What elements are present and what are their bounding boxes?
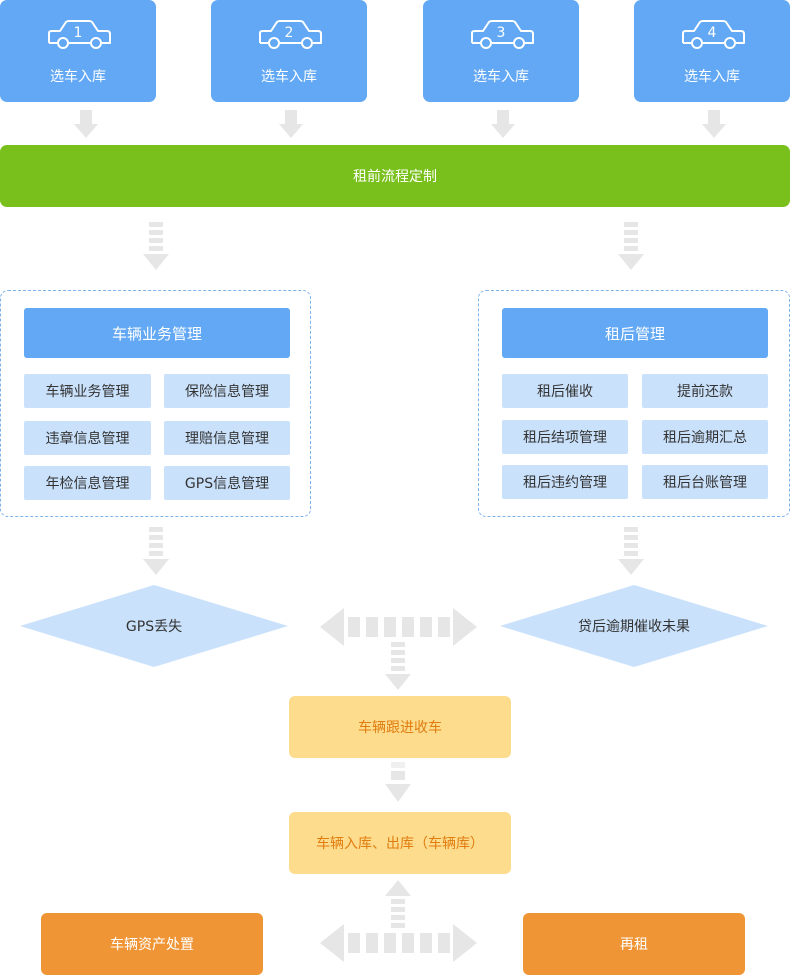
box-label: 车辆跟进收车 — [358, 720, 442, 736]
arrow-down-icon — [279, 110, 303, 138]
car-card-2[interactable]: 2 选车入库 — [211, 0, 367, 102]
panel-item[interactable]: 租后逾期汇总 — [642, 420, 768, 454]
arrow-down-icon — [385, 762, 411, 802]
box-label: 车辆资产处置 — [110, 937, 194, 953]
double-arrow-icon — [320, 608, 477, 646]
panel-title: 车辆业务管理 — [24, 308, 290, 358]
car-number: 1 — [73, 25, 83, 41]
panel-item[interactable]: 租后结项管理 — [502, 420, 628, 454]
pre-lease-banner[interactable]: 租前流程定制 — [0, 145, 790, 207]
dashed-arrow-up-icon — [385, 880, 411, 928]
arrow-down-icon — [491, 110, 515, 138]
car-card-3[interactable]: 3 选车入库 — [423, 0, 579, 102]
panel-item[interactable]: 租后违约管理 — [502, 465, 628, 499]
car-number: 4 — [707, 25, 717, 41]
panel-item[interactable]: 理赔信息管理 — [164, 421, 290, 455]
asset-disposal-box[interactable]: 车辆资产处置 — [41, 913, 263, 975]
dashed-arrow-down-icon — [385, 642, 411, 690]
diamond-label: 贷后逾期催收未果 — [578, 619, 690, 635]
banner-label: 租前流程定制 — [353, 169, 437, 185]
dashed-arrow-down-icon — [618, 222, 644, 270]
panel-item[interactable]: 保险信息管理 — [164, 374, 290, 408]
gps-lost-decision[interactable]: GPS丢失 — [20, 585, 288, 667]
panel-item[interactable]: 租后台账管理 — [642, 465, 768, 499]
panel-item[interactable]: 租后催收 — [502, 374, 628, 408]
car-card-label: 选车入库 — [684, 69, 740, 85]
panel-item[interactable]: GPS信息管理 — [164, 466, 290, 500]
diamond-shape — [20, 585, 288, 667]
panel-item[interactable]: 车辆业务管理 — [24, 374, 151, 408]
car-number: 2 — [284, 25, 294, 41]
post-lease-panel: 租后管理 租后催收 提前还款 租后结项管理 租后逾期汇总 租后违约管理 租后台账… — [478, 290, 790, 517]
box-label: 车辆入库、出库（车辆库） — [316, 836, 484, 852]
re-lease-box[interactable]: 再租 — [523, 913, 745, 975]
car-number: 3 — [496, 25, 506, 41]
car-card-label: 选车入库 — [473, 69, 529, 85]
panel-item[interactable]: 提前还款 — [642, 374, 768, 408]
diamond-label: GPS丢失 — [125, 619, 183, 635]
car-card-1[interactable]: 1 选车入库 — [0, 0, 156, 102]
panel-item[interactable]: 违章信息管理 — [24, 421, 151, 455]
dashed-arrow-down-icon — [618, 527, 644, 575]
box-label: 再租 — [620, 937, 648, 953]
vehicle-garage-box[interactable]: 车辆入库、出库（车辆库） — [289, 812, 511, 874]
vehicle-business-panel: 车辆业务管理 车辆业务管理 保险信息管理 违章信息管理 理赔信息管理 年检信息管… — [0, 290, 311, 517]
vehicle-recovery-box[interactable]: 车辆跟进收车 — [289, 696, 511, 758]
panel-item[interactable]: 年检信息管理 — [24, 466, 151, 500]
car-card-label: 选车入库 — [50, 69, 106, 85]
car-card-4[interactable]: 4 选车入库 — [634, 0, 790, 102]
overdue-collection-failed-decision[interactable]: 贷后逾期催收未果 — [500, 585, 768, 667]
arrow-down-icon — [74, 110, 98, 138]
panel-title: 租后管理 — [502, 308, 768, 358]
arrow-down-icon — [702, 110, 726, 138]
car-card-label: 选车入库 — [261, 69, 317, 85]
dashed-arrow-down-icon — [143, 222, 169, 270]
dashed-arrow-down-icon — [143, 527, 169, 575]
diamond-shape — [500, 585, 768, 667]
double-arrow-icon — [320, 924, 477, 962]
